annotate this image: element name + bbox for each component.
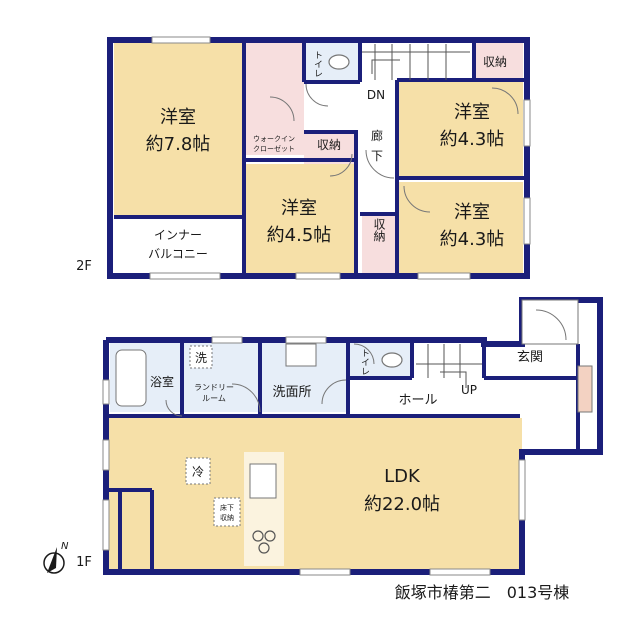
- floor-2f-label: 2F: [76, 259, 92, 274]
- floor-1f-label: 1F: [76, 555, 92, 570]
- room-western-4-3-b-name: 洋室: [454, 202, 490, 223]
- room-western-4-3-b-size: 約4.3帖: [440, 229, 505, 250]
- underfloor-label-2: 収納: [220, 513, 234, 522]
- walkin-closet-label-2: クローゼット: [253, 144, 295, 153]
- windows-1f: [102, 336, 526, 576]
- walkin-closet-label-1: ウォークイン: [253, 135, 295, 143]
- room-western-4-5-name: 洋室: [281, 198, 317, 219]
- toilet-1f-label: トイレ: [359, 349, 370, 376]
- kitchen-sink: [249, 463, 277, 499]
- stairs-up-label: UP: [461, 383, 477, 397]
- washroom-label: 洗面所: [272, 385, 311, 400]
- room-western-4-5-size: 約4.5帖: [267, 225, 332, 246]
- bath-label: 浴室: [150, 374, 174, 389]
- corridor-label-2: 下: [371, 149, 383, 163]
- north-arrow-icon: N: [43, 541, 69, 574]
- stairs-1f: [416, 344, 482, 388]
- hall-label: ホール: [398, 393, 437, 408]
- room-western-7-8-name: 洋室: [160, 107, 196, 128]
- interior-walls-2f: [114, 40, 527, 276]
- floor-1f: 浴室 洗 ランドリー ルーム 洗面所 トイレ 玄関 ホール UP LDK 約22…: [76, 297, 603, 576]
- inner-balcony-label-2: バルコニー: [148, 247, 208, 261]
- storage-2f-b-fill: [474, 43, 523, 79]
- cooktop-burners: [252, 530, 276, 554]
- toilet-1f-fixture: [381, 352, 403, 368]
- inner-balcony-label-1: インナー: [154, 228, 202, 242]
- washroom-sink: [285, 343, 317, 367]
- laundry-label-1: ランドリー: [194, 383, 234, 392]
- underfloor-storage-box: [213, 497, 241, 527]
- ldk-name: LDK: [384, 466, 421, 487]
- toilet-2f-fixture: [328, 54, 350, 70]
- storage-2f-c-fill: [362, 216, 396, 274]
- storage-2f-a-label: 収納: [317, 138, 341, 152]
- room-western-4-3-a-name: 洋室: [454, 102, 490, 123]
- toilet-2f-label: トイレ: [312, 51, 323, 78]
- interior-walls-1f: [106, 340, 580, 572]
- north-label: N: [61, 541, 69, 552]
- room-western-4-5-fill: [246, 164, 356, 274]
- washer-mark: 洗: [195, 351, 207, 365]
- windows-2f: [149, 36, 531, 280]
- door-swings-2f: [269, 83, 519, 213]
- floor-2f: 洋室 約7.8帖 インナー バルコニー ウォークイン クローゼット トイレ 収納…: [76, 36, 531, 280]
- walkin-closet-fill: [246, 43, 304, 155]
- fridge-mark: 冷: [192, 465, 204, 479]
- storage-2f-c-label: 収納: [372, 218, 386, 242]
- entrance-label: 玄関: [517, 350, 543, 365]
- ldk-fill: [108, 418, 522, 570]
- washer-mark-box: [189, 345, 213, 369]
- room-western-4-3-b-fill: [397, 182, 523, 274]
- room-western-4-3-a-size: 約4.3帖: [440, 129, 505, 150]
- entrance-porch: [521, 299, 579, 345]
- laundry-label-2: ルーム: [202, 394, 226, 403]
- fridge-mark-box: [185, 457, 211, 485]
- bathtub-fixture: [115, 349, 147, 407]
- stairs-down-label: DN: [367, 88, 385, 102]
- storage-2f-b-label: 収納: [483, 55, 507, 69]
- shoe-storage: [577, 365, 593, 413]
- outer-wall-1f: [103, 297, 603, 575]
- property-caption: 飯塚市椿第二 013号棟: [395, 583, 570, 602]
- room-western-7-8-size: 約7.8帖: [146, 134, 211, 155]
- door-swings-1f: [165, 309, 567, 417]
- ldk-size: 約22.0帖: [364, 494, 440, 515]
- corridor-label-1: 廊: [371, 128, 383, 143]
- underfloor-label-1: 床下: [220, 503, 234, 512]
- room-western-7-8-fill: [114, 43, 244, 217]
- inner-balcony-fill: [114, 218, 244, 274]
- stairs-2f: [362, 44, 470, 80]
- room-western-4-3-a-fill: [397, 82, 523, 176]
